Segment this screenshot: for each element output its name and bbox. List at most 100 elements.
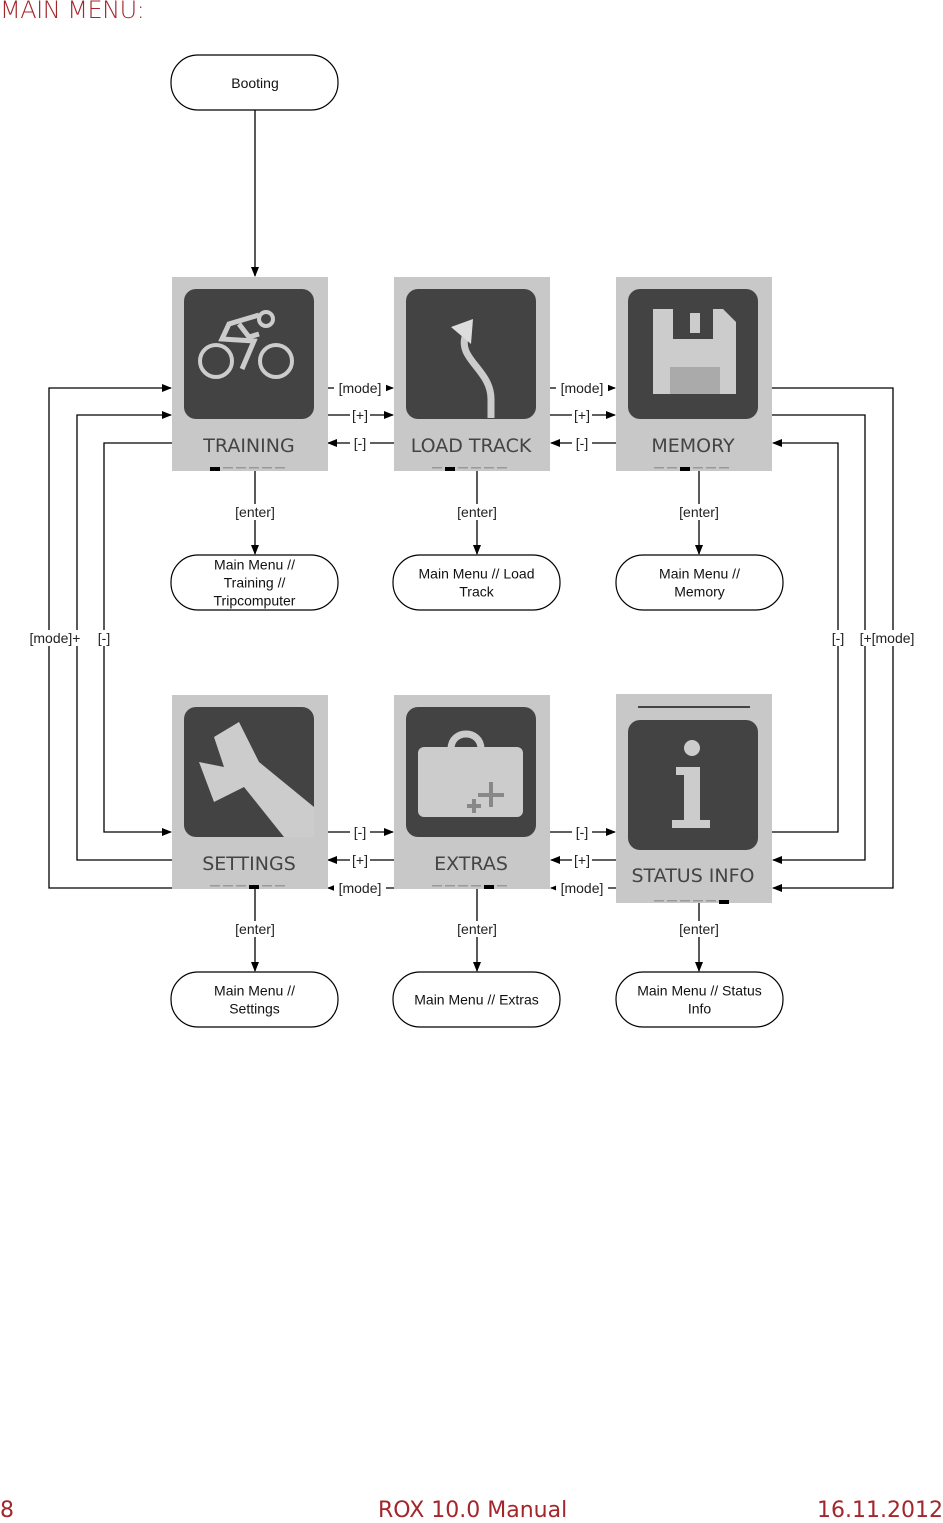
key-plus-mode: [+[mode] (860, 630, 915, 646)
page-indicator-dot (654, 467, 664, 469)
page-indicator-dot (432, 467, 442, 469)
page-indicator-dot (223, 467, 233, 469)
page-indicator-dot (693, 467, 703, 469)
screen-extras: EXTRAS (394, 695, 550, 889)
screen-memory: MEMORY (616, 277, 772, 471)
key-minus: [-] (832, 630, 844, 646)
target-label: Main Menu // Extras (414, 992, 539, 1008)
page-indicator-dot (210, 467, 220, 471)
target-label: Main Menu // (214, 557, 295, 573)
target-label: Training // (224, 575, 286, 591)
page-indicator-dot (458, 885, 468, 887)
track-arrow-icon (406, 289, 536, 419)
document-title: ROX 10.0 Manual (378, 1498, 568, 1523)
key-mode: [mode] (339, 380, 382, 396)
page-indicator-dot (680, 467, 690, 471)
key-plus: [+] (574, 852, 590, 868)
page-indicator-dot (484, 467, 494, 469)
page-number: 8 (0, 1498, 14, 1523)
screen-label: SETTINGS (202, 853, 296, 875)
svg-text:Booting: Booting (231, 75, 278, 91)
key-mode: [mode] (339, 880, 382, 896)
screen-training: TRAINING (172, 277, 328, 471)
page-indicator-dot (210, 885, 220, 887)
page-indicator-dot (471, 885, 481, 887)
target-label: Main Menu // Status (637, 983, 762, 999)
page-indicator-dot (275, 467, 285, 469)
booting-node: Booting (170, 54, 339, 111)
target-node: Main Menu // Training // Tripcomputer (170, 554, 339, 611)
screen-label: STATUS INFO (631, 865, 754, 887)
screen-label: LOAD TRACK (411, 435, 532, 457)
target-label: Memory (674, 584, 725, 600)
target-node: Main Menu // Settings (170, 971, 339, 1028)
key-plus: [+] (352, 852, 368, 868)
page-indicator-dot (654, 900, 664, 902)
target-label: Info (688, 1001, 712, 1017)
page-indicator-dot (275, 885, 285, 887)
key-minus: [-] (354, 435, 366, 451)
screen-load-track: LOAD TRACK (394, 277, 550, 471)
key-minus: [-] (354, 824, 366, 840)
info-icon (628, 720, 758, 850)
page-indicator-dot (445, 885, 455, 887)
key-enter: [enter] (235, 504, 275, 520)
screen-status-info: STATUS INFO (616, 694, 772, 904)
page-indicator-dot (667, 467, 677, 469)
target-label: Tripcomputer (214, 593, 296, 609)
key-mode-plus: [mode]+ (30, 630, 81, 646)
key-mode: [mode] (561, 380, 604, 396)
page-indicator-dot (719, 900, 729, 904)
page-indicator-dot (432, 885, 442, 887)
page-indicator-dot (236, 467, 246, 469)
target-label: Main Menu // (214, 983, 295, 999)
key-minus: [-] (576, 824, 588, 840)
page-indicator-dot (497, 467, 507, 469)
page-indicator-dot (680, 900, 690, 902)
floppy-disk-icon (628, 289, 758, 419)
key-plus: [+] (574, 407, 590, 423)
page-title: MAIN MENU: (0, 0, 145, 24)
page-indicator-dot (223, 885, 233, 887)
page-indicator-dot (693, 900, 703, 902)
page-indicator-dot (667, 900, 677, 902)
key-enter: [enter] (457, 504, 497, 520)
toolbox-plus-icon (406, 707, 536, 837)
key-plus: [+] (352, 407, 368, 423)
key-enter: [enter] (457, 921, 497, 937)
page-indicator-dot (719, 467, 729, 469)
screen-label: EXTRAS (434, 853, 508, 875)
key-minus: [-] (576, 435, 588, 451)
page-indicator-dot (497, 885, 507, 887)
page-indicator-dot (458, 467, 468, 469)
target-label: Main Menu // (659, 566, 740, 582)
page-indicator-dot (262, 467, 272, 469)
key-enter: [enter] (679, 921, 719, 937)
wrench-icon (184, 707, 314, 837)
screen-label: TRAINING (202, 435, 294, 457)
page-indicator-dot (706, 467, 716, 469)
key-minus: [-] (98, 630, 110, 646)
page-indicator-dot (706, 900, 716, 902)
target-node: Main Menu // Memory (615, 554, 784, 611)
key-mode: [mode] (561, 880, 604, 896)
key-enter: [enter] (235, 921, 275, 937)
target-label: Settings (229, 1001, 280, 1017)
page-indicator-dot (262, 885, 272, 887)
target-label: Track (459, 584, 494, 600)
document-date: 16.11.2012 (817, 1498, 943, 1523)
page-indicator-dot (249, 467, 259, 469)
cyclist-icon (184, 289, 314, 419)
page-indicator-dot (484, 885, 494, 889)
page-indicator-dot (236, 885, 246, 887)
screen-settings: SETTINGS (172, 695, 328, 889)
target-node: Main Menu // Extras (392, 971, 561, 1028)
key-enter: [enter] (679, 504, 719, 520)
target-label: Main Menu // Load (419, 566, 535, 582)
page-indicator-dot (471, 467, 481, 469)
screen-label: MEMORY (651, 435, 735, 457)
page-indicator-dot (249, 885, 259, 889)
